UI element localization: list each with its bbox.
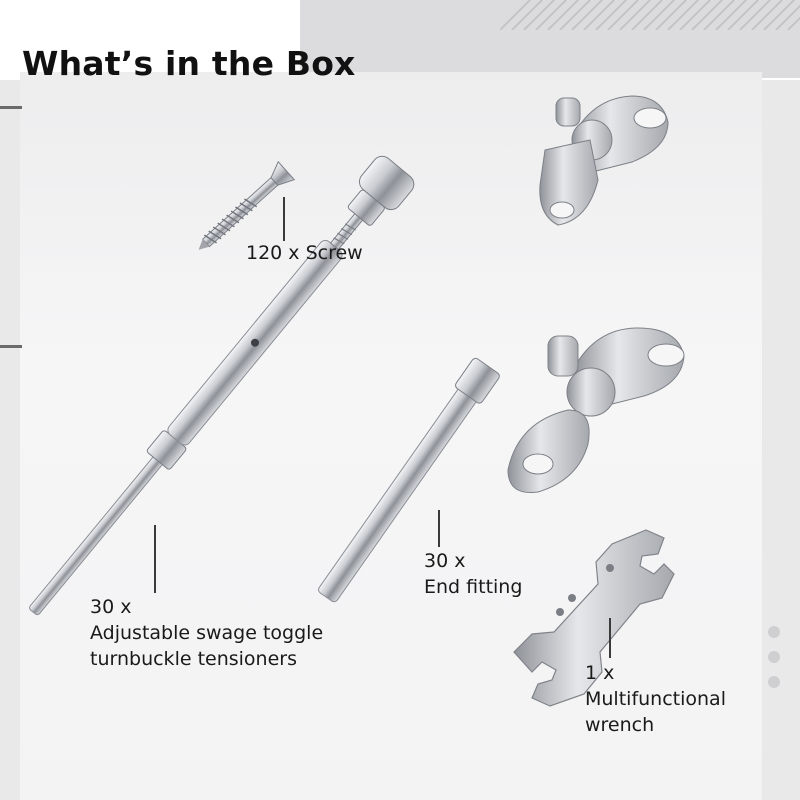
pager-dot[interactable] xyxy=(768,651,780,663)
end-fitting-icon xyxy=(318,327,685,603)
end-fitting-leader-line xyxy=(438,510,440,547)
edge-marker-top xyxy=(0,106,22,109)
wrench-label-line-3: wrench xyxy=(585,714,655,736)
pager-dot[interactable] xyxy=(768,676,780,688)
screw-leader-line xyxy=(283,197,285,241)
turnbuckle-label-line-3: turnbuckle tensioners xyxy=(90,648,297,670)
wrench-leader-line xyxy=(609,618,611,658)
screw-icon xyxy=(198,160,296,250)
turnbuckle-label-line-2: Adjustable swage toggle xyxy=(90,622,324,644)
turnbuckle-leader-line xyxy=(154,525,156,593)
pager-dot[interactable] xyxy=(768,626,780,638)
end-fitting-label-line-2: End fitting xyxy=(424,576,523,598)
end-fitting-label: 30 x End fitting xyxy=(424,548,522,600)
wrench-icon xyxy=(513,529,675,707)
image-pager xyxy=(768,626,782,701)
screw-label-line: 120 x Screw xyxy=(246,242,363,264)
wrench-label-line-1: 1 x xyxy=(585,662,615,684)
wrench-label: 1 x Multifunctional wrench xyxy=(585,660,726,738)
hatch-pattern xyxy=(500,0,800,30)
turnbuckle-label: 30 x Adjustable swage toggle turnbuckle … xyxy=(90,594,323,672)
screw-label: 120 x Screw xyxy=(246,240,363,266)
page-title: What’s in the Box xyxy=(22,44,356,84)
turnbuckle-label-line-1: 30 x xyxy=(90,596,132,618)
end-fitting-label-line-1: 30 x xyxy=(424,550,466,572)
turnbuckle-icon xyxy=(29,95,669,616)
header-accent-band xyxy=(300,0,800,78)
edge-marker-bottom xyxy=(0,345,22,348)
wrench-label-line-2: Multifunctional xyxy=(585,688,726,710)
